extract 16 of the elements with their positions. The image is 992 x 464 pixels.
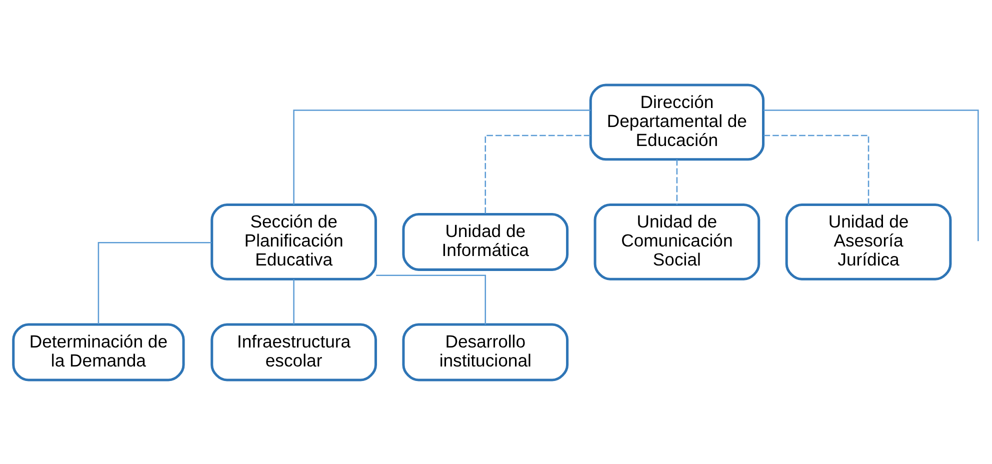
connector [376,274,486,324]
connector [764,109,979,241]
node-box: Dirección Departamental de Educación [589,83,765,160]
node-box: Desarrollo institucional [402,322,569,381]
connector [676,158,678,204]
node-box: Determinación de la Demanda [12,322,185,381]
connector [764,134,870,204]
node-box: Unidad de Comunicación Social [594,203,760,280]
node-box: Unidad de Informática [402,212,569,270]
node-box: Infraestructura escolar [210,322,377,381]
connector [98,241,212,324]
node-box: Unidad de Asesoría Jurídica [785,203,952,280]
node-box: Sección de Planificación Educativa [210,203,377,280]
connector [293,109,590,204]
connector [484,134,590,214]
connector [293,278,294,324]
